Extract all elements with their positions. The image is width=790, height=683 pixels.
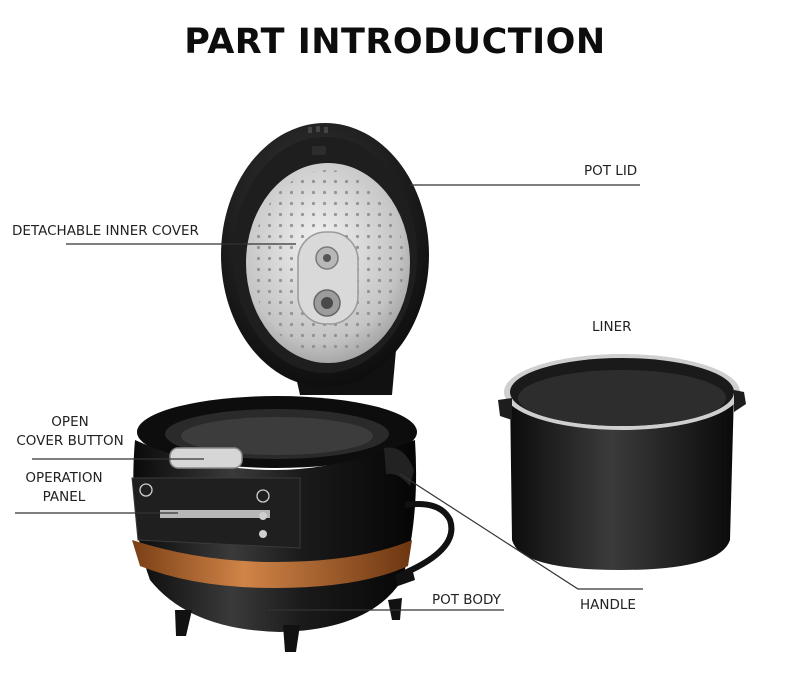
leader-lines	[15, 184, 643, 611]
label-operation-panel: OPERATION PANEL	[12, 469, 116, 507]
label-open-cover-button-line2: COVER BUTTON	[16, 433, 124, 449]
power-cord	[398, 501, 455, 578]
page-title: PART INTRODUCTION	[184, 22, 606, 62]
handle-part	[384, 447, 414, 486]
label-pot-body: POT BODY	[432, 592, 501, 608]
label-open-cover-button: OPEN COVER BUTTON	[8, 413, 132, 451]
label-handle: HANDLE	[580, 597, 636, 613]
label-detachable-inner-cover: DETACHABLE INNER COVER	[12, 223, 199, 239]
open-cover-button-part	[169, 447, 243, 469]
label-pot-lid: POT LID	[584, 163, 638, 179]
liner	[498, 354, 746, 570]
liner-body	[510, 392, 734, 570]
leader-handle	[399, 473, 643, 590]
label-operation-panel-line2: PANEL	[42, 489, 86, 505]
label-liner: LINER	[592, 319, 632, 335]
label-operation-panel-line1: OPERATION	[25, 470, 103, 486]
rice-cooker	[131, 123, 455, 652]
label-open-cover-button-line1: OPEN	[51, 414, 89, 430]
copper-band	[132, 540, 412, 588]
inner-cover-center	[297, 231, 359, 325]
